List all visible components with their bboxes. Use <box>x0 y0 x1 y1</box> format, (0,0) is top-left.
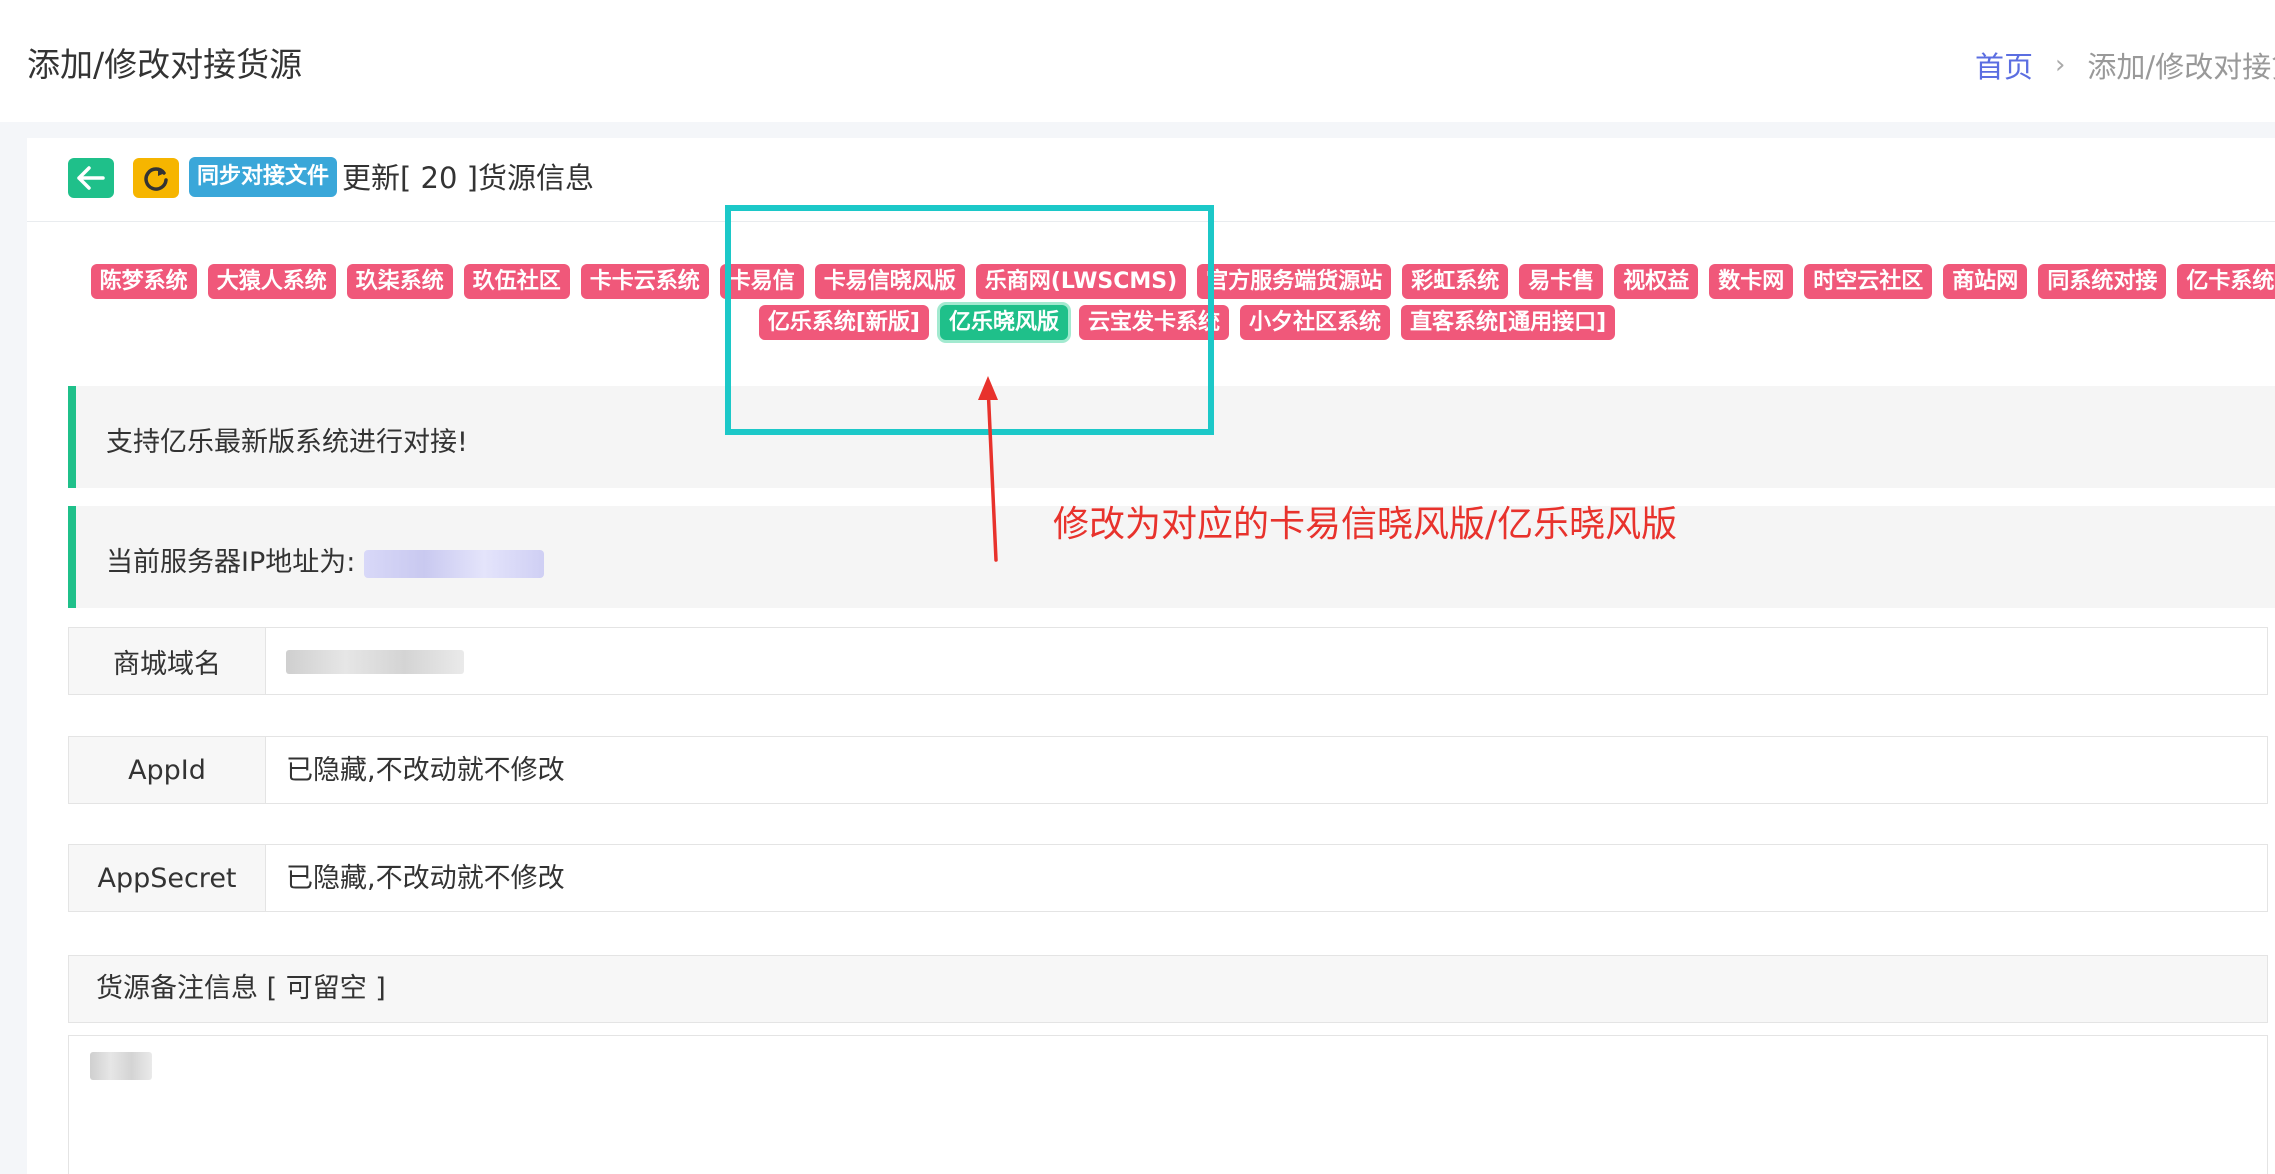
tag-yunbao[interactable]: 云宝发卡系统 <box>1078 305 1229 340</box>
domain-redacted <box>286 650 464 674</box>
tag-leshang[interactable]: 乐商网(LWSCMS) <box>975 264 1187 299</box>
main-card: 同步对接文件 更新[ 20 ]货源信息 陈梦系统 大猿人系统 玖柒系统 玖伍社区… <box>27 138 2275 1174</box>
appid-label: AppId <box>69 737 266 803</box>
breadcrumb: 首页 › 添加/修改对接货 <box>1975 44 2275 86</box>
tag-jiuqi[interactable]: 玖柒系统 <box>346 264 453 299</box>
server-ip-label: 当前服务器IP地址为: <box>106 547 364 578</box>
domain-label: 商城域名 <box>69 628 266 694</box>
tag-kayixin[interactable]: 卡易信 <box>719 264 804 299</box>
page-title: 添加/修改对接货源 <box>27 45 303 84</box>
tag-zhike[interactable]: 直客系统[通用接口] <box>1401 305 1616 340</box>
back-button[interactable] <box>68 158 114 198</box>
tag-chenmeng[interactable]: 陈梦系统 <box>90 264 197 299</box>
tag-yikashou[interactable]: 易卡售 <box>1519 264 1604 299</box>
card-title: 更新[ 20 ]货源信息 <box>342 161 594 195</box>
tag-official-source[interactable]: 官方服务端货源站 <box>1197 264 1392 299</box>
tag-kayixin-xiaofeng[interactable]: 卡易信晓风版 <box>814 264 965 299</box>
server-ip-callout: 当前服务器IP地址为: <box>68 506 2275 608</box>
appsecret-input[interactable] <box>266 845 2267 911</box>
tag-shuka[interactable]: 数卡网 <box>1709 264 1794 299</box>
annotation-arrow-icon <box>978 376 998 562</box>
domain-input[interactable] <box>266 628 2267 694</box>
support-callout: 支持亿乐最新版系统进行对接! <box>68 386 2275 488</box>
tag-shikongyun[interactable]: 时空云社区 <box>1804 264 1933 299</box>
breadcrumb-home-link[interactable]: 首页 <box>1975 50 2034 84</box>
domain-input-wrap <box>266 628 2267 694</box>
refresh-button[interactable] <box>133 158 179 198</box>
tag-yile-xiaofeng[interactable]: 亿乐晓风版 <box>939 305 1068 340</box>
tag-caihong[interactable]: 彩虹系统 <box>1402 264 1509 299</box>
tag-shangzhan[interactable]: 商站网 <box>1943 264 2028 299</box>
domain-form-group: 商城域名 <box>68 627 2268 695</box>
appid-input[interactable] <box>266 737 2267 803</box>
breadcrumb-separator-icon: › <box>2055 50 2066 80</box>
remark-label: 货源备注信息 [ 可留空 ] <box>68 955 2268 1023</box>
breadcrumb-current: 添加/修改对接货 <box>2087 50 2275 84</box>
appid-form-group: AppId <box>68 736 2268 804</box>
annotation-highlight-box <box>725 205 1214 435</box>
tag-yile-new[interactable]: 亿乐系统[新版] <box>758 305 929 340</box>
annotation-text: 修改为对应的卡易信晓风版/亿乐晓风版 <box>1053 504 1678 545</box>
tag-dayuanren[interactable]: 大猿人系统 <box>207 264 336 299</box>
remark-redacted <box>90 1052 152 1080</box>
tag-row-2: 亿乐系统[新版] 亿乐晓风版 云宝发卡系统 小夕社区系统 直客系统[通用接口] <box>97 305 2275 340</box>
tag-xiaoxi[interactable]: 小夕社区系统 <box>1240 305 1391 340</box>
tag-yika[interactable]: 亿卡系统 <box>2177 264 2275 299</box>
card-header: 同步对接文件 更新[ 20 ]货源信息 <box>27 138 2275 222</box>
tag-jiuwu[interactable]: 玖伍社区 <box>463 264 570 299</box>
refresh-icon <box>144 167 168 191</box>
arrow-left-icon <box>77 166 105 190</box>
page-header: 添加/修改对接货源 首页 › 添加/修改对接货 <box>0 0 2275 122</box>
support-text: 支持亿乐最新版系统进行对接! <box>106 427 468 458</box>
remark-textarea[interactable] <box>68 1035 2268 1174</box>
server-ip-redacted <box>363 549 544 578</box>
appsecret-form-group: AppSecret <box>68 844 2268 912</box>
sync-files-button[interactable]: 同步对接文件 <box>189 157 338 197</box>
tag-shiquanyi[interactable]: 视权益 <box>1614 264 1699 299</box>
system-tag-list: 陈梦系统 大猿人系统 玖柒系统 玖伍社区 卡卡云系统 卡易信 卡易信晓风版 乐商… <box>90 264 2275 346</box>
appsecret-label: AppSecret <box>69 845 266 911</box>
tag-same-system[interactable]: 同系统对接 <box>2038 264 2167 299</box>
tag-row-1: 陈梦系统 大猿人系统 玖柒系统 玖伍社区 卡卡云系统 卡易信 卡易信晓风版 乐商… <box>90 264 2275 299</box>
server-ip-text: 当前服务器IP地址为: <box>106 540 544 579</box>
tag-kakayun[interactable]: 卡卡云系统 <box>580 264 709 299</box>
